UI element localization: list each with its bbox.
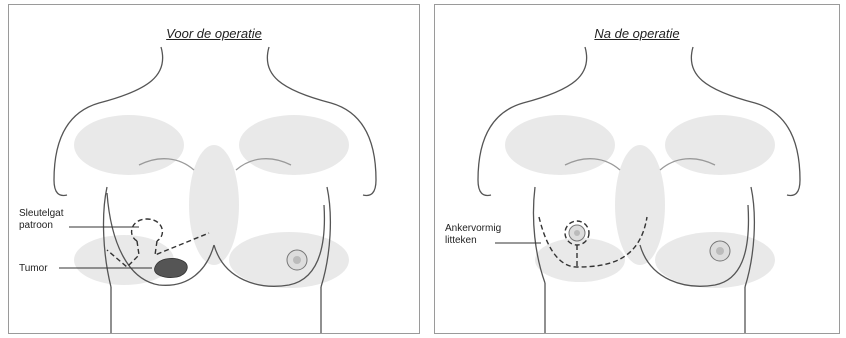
before-surgery-panel: Voor de operatie Sleutelgat patroon Tumo…	[8, 4, 420, 334]
nipple-illustration	[287, 250, 307, 270]
skin-shading	[505, 115, 775, 288]
panel-title-before: Voor de operatie	[9, 26, 419, 41]
callout-anchor-line2: litteken	[445, 235, 501, 247]
after-surgery-panel: Na de operatie Ankervormig litteken	[434, 4, 840, 334]
callout-keyhole-line1: Sleutelgat	[19, 208, 63, 220]
callout-keyhole-pattern: Sleutelgat patroon	[19, 208, 63, 232]
callout-tumor: Tumor	[19, 263, 48, 275]
after-torso-illustration	[435, 5, 840, 334]
callout-anchor-line1: Ankervormig	[445, 223, 501, 235]
callout-tumor-label: Tumor	[19, 263, 48, 275]
panel-title-after: Na de operatie	[435, 26, 839, 41]
tumor-blob	[155, 259, 188, 278]
callout-anchor-scar: Ankervormig litteken	[445, 223, 501, 247]
before-torso-illustration	[9, 5, 420, 334]
callout-keyhole-line2: patroon	[19, 220, 63, 232]
skin-shading	[74, 115, 349, 288]
